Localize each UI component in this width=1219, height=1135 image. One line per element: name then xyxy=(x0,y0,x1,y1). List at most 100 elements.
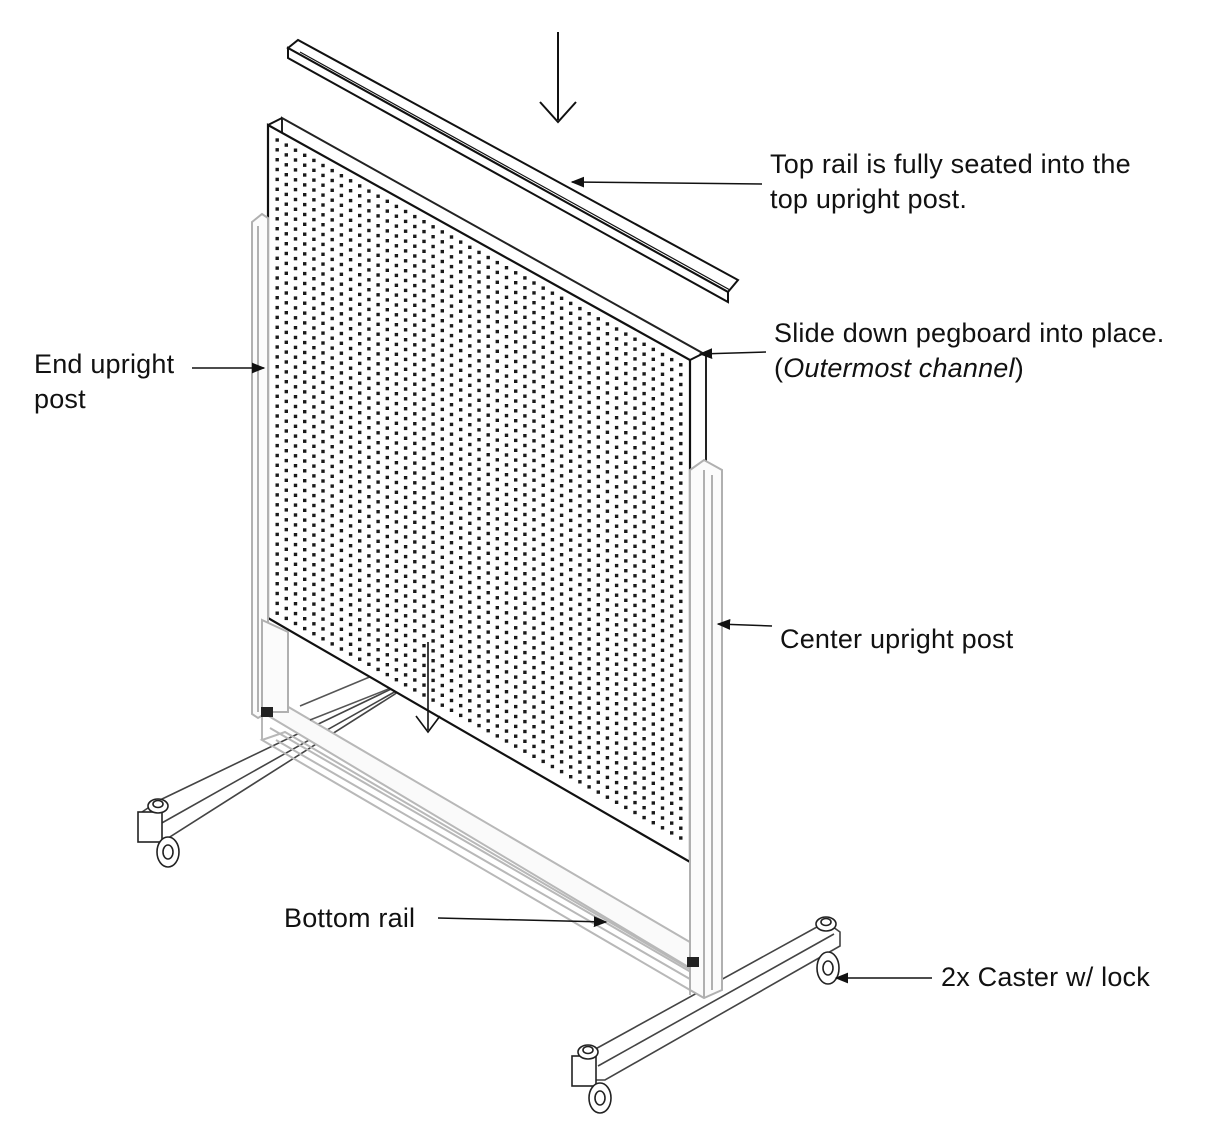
peg-hole xyxy=(330,415,334,419)
peg-hole xyxy=(275,522,279,527)
peg-hole xyxy=(348,593,353,597)
peg-hole xyxy=(330,366,334,370)
peg-hole xyxy=(413,589,417,593)
peg-hole xyxy=(468,334,472,338)
peg-hole xyxy=(514,566,518,571)
peg-hole xyxy=(514,665,518,669)
peg-hole xyxy=(523,305,527,310)
peg-hole xyxy=(532,458,536,463)
peg-hole xyxy=(339,460,344,464)
peg-hole xyxy=(495,300,499,304)
peg-hole xyxy=(532,281,536,285)
peg-hole xyxy=(477,625,481,629)
peg-hole xyxy=(514,428,518,433)
peg-hole xyxy=(376,322,380,326)
peg-hole xyxy=(348,376,353,380)
peg-hole xyxy=(431,668,435,673)
peg-hole xyxy=(541,493,545,497)
peg-hole xyxy=(312,336,316,340)
peg-hole xyxy=(477,290,481,294)
peg-hole xyxy=(367,633,371,637)
peg-hole xyxy=(605,391,610,395)
peg-hole xyxy=(559,582,564,586)
peg-hole xyxy=(541,345,545,349)
peg-hole xyxy=(679,688,683,692)
peg-hole xyxy=(449,324,454,328)
peg-hole xyxy=(339,627,344,631)
peg-hole xyxy=(385,317,389,322)
peg-hole xyxy=(293,345,298,350)
peg-hole xyxy=(284,350,288,354)
peg-hole xyxy=(532,389,536,394)
caster-back-right xyxy=(815,916,840,985)
peg-hole xyxy=(403,288,408,293)
peg-hole xyxy=(660,717,665,722)
peg-hole xyxy=(587,666,591,671)
peg-hole xyxy=(449,274,454,279)
peg-hole xyxy=(321,410,325,414)
peg-hole xyxy=(642,431,646,435)
peg-hole xyxy=(596,386,600,390)
peg-hole xyxy=(413,569,417,574)
peg-hole xyxy=(367,337,371,341)
peg-hole xyxy=(532,646,536,650)
peg-hole xyxy=(431,382,435,387)
peg-hole xyxy=(651,347,655,352)
peg-hole xyxy=(670,781,674,786)
peg-hole xyxy=(293,276,298,281)
peg-hole xyxy=(358,460,362,464)
peg-hole xyxy=(596,317,600,321)
peg-hole xyxy=(486,571,490,575)
peg-hole xyxy=(679,363,683,367)
peg-hole xyxy=(367,544,371,548)
peg-hole xyxy=(670,466,674,470)
peg-hole xyxy=(348,317,353,321)
peg-hole xyxy=(376,302,380,307)
peg-hole xyxy=(477,664,481,669)
peg-hole xyxy=(284,360,288,364)
peg-hole xyxy=(614,563,619,568)
peg-hole xyxy=(624,697,628,701)
peg-hole xyxy=(321,282,325,286)
peg-hole xyxy=(449,373,454,377)
peg-hole xyxy=(403,623,408,628)
peg-hole xyxy=(275,305,279,310)
peg-hole xyxy=(303,508,307,512)
peg-hole xyxy=(403,298,408,302)
peg-hole xyxy=(587,686,591,690)
peg-hole xyxy=(495,625,499,630)
peg-hole xyxy=(495,448,499,452)
peg-hole xyxy=(541,730,545,734)
bottom-rail-callout-line1: Bottom rail xyxy=(284,903,416,933)
peg-hole xyxy=(293,562,298,566)
peg-hole xyxy=(523,680,527,684)
peg-hole xyxy=(633,574,637,578)
peg-hole xyxy=(670,811,674,815)
peg-hole xyxy=(495,320,499,324)
peg-hole xyxy=(367,593,371,597)
peg-hole xyxy=(550,419,555,424)
peg-hole xyxy=(330,356,334,360)
peg-hole xyxy=(385,574,389,578)
peg-hole xyxy=(394,214,399,218)
peg-hole xyxy=(642,806,646,810)
peg-hole xyxy=(605,499,610,504)
peg-hole xyxy=(642,451,646,455)
peg-hole xyxy=(348,336,353,341)
peg-hole xyxy=(312,267,316,271)
peg-hole xyxy=(312,484,316,488)
peg-hole xyxy=(385,248,389,253)
peg-hole xyxy=(358,647,362,652)
peg-hole xyxy=(504,611,509,615)
peg-hole xyxy=(596,760,600,765)
peg-hole xyxy=(670,762,674,766)
peg-hole xyxy=(660,481,665,485)
peg-hole xyxy=(449,550,454,555)
peg-hole xyxy=(312,612,316,616)
peg-hole xyxy=(339,282,344,286)
peg-hole xyxy=(339,390,344,395)
peg-hole xyxy=(422,663,426,668)
peg-hole xyxy=(578,780,582,784)
peg-hole xyxy=(550,616,555,621)
peg-hole xyxy=(394,490,399,494)
